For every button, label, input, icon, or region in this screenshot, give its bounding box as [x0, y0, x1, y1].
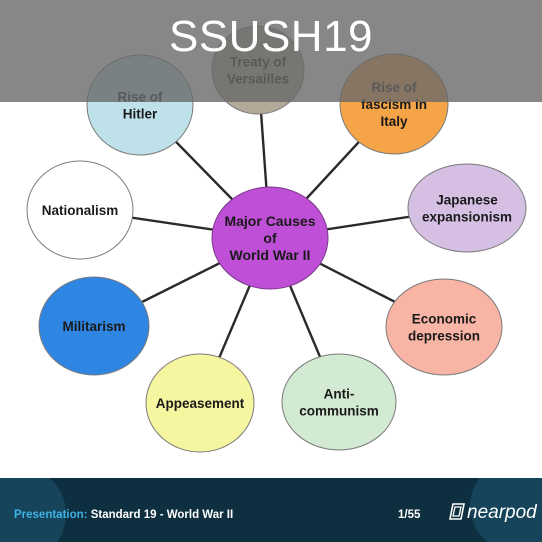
slide-title: SSUSH19 [168, 12, 374, 61]
node-militarism [38, 276, 150, 376]
node-appeasement-label-line: Appeasement [156, 396, 245, 411]
node-anti-communism-label-line: Anti- [324, 387, 355, 402]
node-japanese-expansionism [407, 163, 527, 253]
footer-decoration-right [470, 478, 542, 542]
node-economic-depression-label-line: Economic [412, 312, 477, 327]
slide-counter: 1/55 [398, 509, 421, 521]
slide-area: Treaty ofVersaillesRise offascism inItal… [0, 0, 542, 453]
nearpod-logo[interactable]: nearpod [449, 502, 537, 524]
node-rise-of-hitler-label-line: Hitler [123, 107, 158, 122]
nearpod-logo-icon [449, 503, 465, 520]
presentation-info: Presentation: Standard 19 - World War II [14, 509, 233, 521]
node-economic-depression-label-line: depression [408, 329, 480, 344]
node-anti-communism [281, 353, 397, 451]
node-nationalism [26, 160, 134, 260]
center-node-label-line: World War II [230, 247, 311, 263]
node-militarism-label-line: Militarism [62, 319, 125, 334]
center-node-label-line: Major Causes [224, 213, 315, 229]
title-band: SSUSH19 [0, 0, 542, 102]
node-appeasement [145, 353, 255, 453]
node-rise-of-fascism-italy-label-line: Italy [380, 114, 408, 129]
node-economic-depression [385, 278, 503, 376]
footer-decoration-left [0, 478, 66, 542]
presentation-name: Standard 19 - World War II [90, 509, 234, 521]
center-node [211, 186, 329, 290]
presentation-label: Presentation: [14, 509, 88, 521]
node-anti-communism-label-line: communism [299, 404, 379, 419]
footer-bar: Presentation: Standard 19 - World War II… [0, 478, 542, 542]
nearpod-logo-text: nearpod [467, 502, 537, 523]
node-japanese-expansionism-label-line: Japanese [436, 193, 498, 208]
center-node-label-line: of [263, 230, 277, 246]
node-japanese-expansionism-label-line: expansionism [422, 210, 512, 225]
node-nationalism-label-line: Nationalism [42, 203, 119, 218]
